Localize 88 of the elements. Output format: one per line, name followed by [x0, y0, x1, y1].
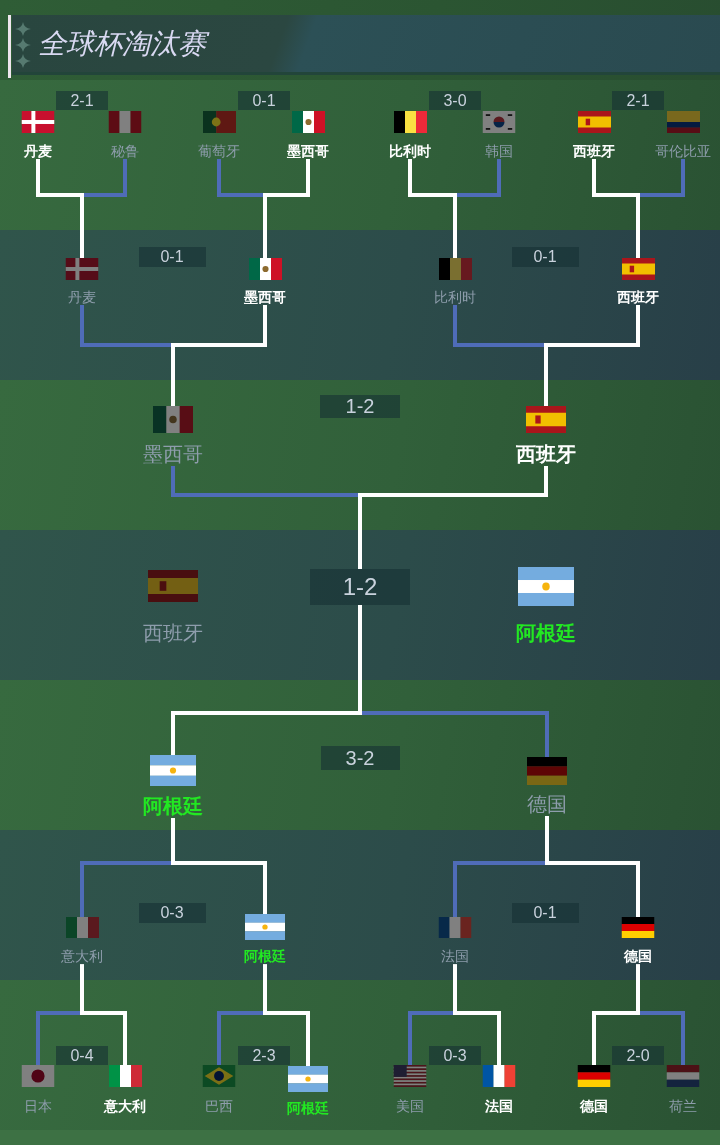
bracket-line — [171, 343, 175, 406]
bracket-line — [263, 964, 267, 1015]
score-box: 2-3 — [238, 1046, 290, 1065]
score-box: 0-1 — [511, 903, 579, 923]
bracket-line — [408, 1011, 455, 1065]
bracket-line — [638, 1011, 685, 1065]
bracket-line — [360, 466, 548, 497]
bracket-line — [217, 1011, 265, 1065]
bracket-line — [638, 159, 685, 197]
score-box: 0-3 — [429, 1046, 481, 1065]
team-name: 阿根廷 — [244, 948, 286, 965]
bracket-line — [455, 159, 501, 197]
team-name: 比利时 — [389, 143, 431, 160]
bracket-line — [455, 1011, 501, 1065]
bracket-line — [82, 1011, 127, 1065]
team-name: 法国 — [485, 1098, 513, 1115]
bracket-line — [453, 964, 457, 1015]
team-name: 西班牙 — [143, 622, 203, 645]
score-box: 0-1 — [138, 247, 206, 267]
bracket-line — [265, 1011, 310, 1066]
team-name: 法国 — [441, 948, 469, 965]
title-banner: 全球杯淘汰赛 — [12, 15, 720, 75]
bracket-line — [217, 159, 265, 197]
bracket-line — [592, 1011, 638, 1065]
bracket-line — [80, 861, 173, 917]
team-name: 巴西 — [205, 1098, 233, 1115]
bracket-line — [171, 466, 360, 497]
bracket-line — [171, 711, 360, 755]
team-name: 日本 — [24, 1098, 52, 1115]
team-name: 西班牙 — [573, 143, 615, 160]
team-name: 阿根廷 — [516, 622, 576, 645]
team-name: 墨西哥 — [143, 443, 203, 466]
team-name: 西班牙 — [617, 289, 659, 306]
bracket-line — [545, 816, 549, 865]
team-name: 哥伦比亚 — [655, 143, 711, 160]
score-box: 2-1 — [56, 91, 108, 110]
bracket-line — [408, 159, 455, 197]
team-name: 德国 — [527, 793, 567, 816]
bracket-line — [80, 193, 84, 258]
bracket-line — [265, 159, 310, 197]
bracket-line — [80, 305, 173, 347]
team-name: 墨西哥 — [244, 289, 286, 306]
score-box: 3-0 — [429, 91, 481, 110]
bracket-line — [547, 861, 640, 917]
score-box: 1-2 — [310, 569, 410, 605]
bracket-line — [636, 193, 640, 258]
team-name: 秘鲁 — [111, 143, 139, 160]
team-name: 德国 — [580, 1098, 608, 1115]
team-name: 阿根廷 — [143, 795, 203, 818]
bracket-line — [263, 193, 267, 258]
bracket-line — [544, 343, 548, 406]
bracket-line — [171, 818, 175, 865]
bracket-line — [592, 159, 638, 197]
team-name: 阿根廷 — [287, 1100, 329, 1117]
bracket-line — [360, 711, 549, 757]
score-box: 3-2 — [320, 746, 400, 770]
team-name: 荷兰 — [669, 1098, 697, 1115]
bracket-line — [358, 605, 362, 715]
bracket-line — [358, 493, 362, 569]
score-box: 0-1 — [238, 91, 290, 110]
team-name: 丹麦 — [24, 143, 52, 160]
score-box: 0-3 — [138, 903, 206, 923]
team-name: 西班牙 — [516, 443, 576, 466]
score-box: 1-2 — [320, 395, 400, 418]
score-box: 0-1 — [511, 247, 579, 267]
bracket-line — [36, 1011, 82, 1065]
bracket-line — [546, 305, 640, 347]
bracket-line — [80, 964, 84, 1015]
bracket-line — [453, 305, 546, 347]
score-box: 0-4 — [56, 1046, 108, 1065]
team-name: 意大利 — [104, 1098, 146, 1115]
team-name: 葡萄牙 — [198, 143, 240, 160]
team-name: 德国 — [624, 948, 652, 965]
bracket-line — [453, 193, 457, 258]
score-box: 2-0 — [612, 1046, 664, 1065]
team-name: 丹麦 — [68, 289, 96, 306]
team-name: 韩国 — [485, 143, 513, 160]
bracket-line — [82, 159, 127, 197]
team-name: 比利时 — [434, 289, 476, 306]
bracket-line — [173, 861, 267, 914]
team-name: 意大利 — [61, 948, 103, 965]
bracket-line — [173, 305, 267, 347]
bracket-line — [453, 861, 547, 917]
score-box: 2-1 — [612, 91, 664, 110]
bracket-line — [36, 159, 82, 197]
bracket-line — [636, 964, 640, 1015]
team-name: 美国 — [396, 1098, 424, 1115]
team-name: 墨西哥 — [287, 143, 329, 160]
